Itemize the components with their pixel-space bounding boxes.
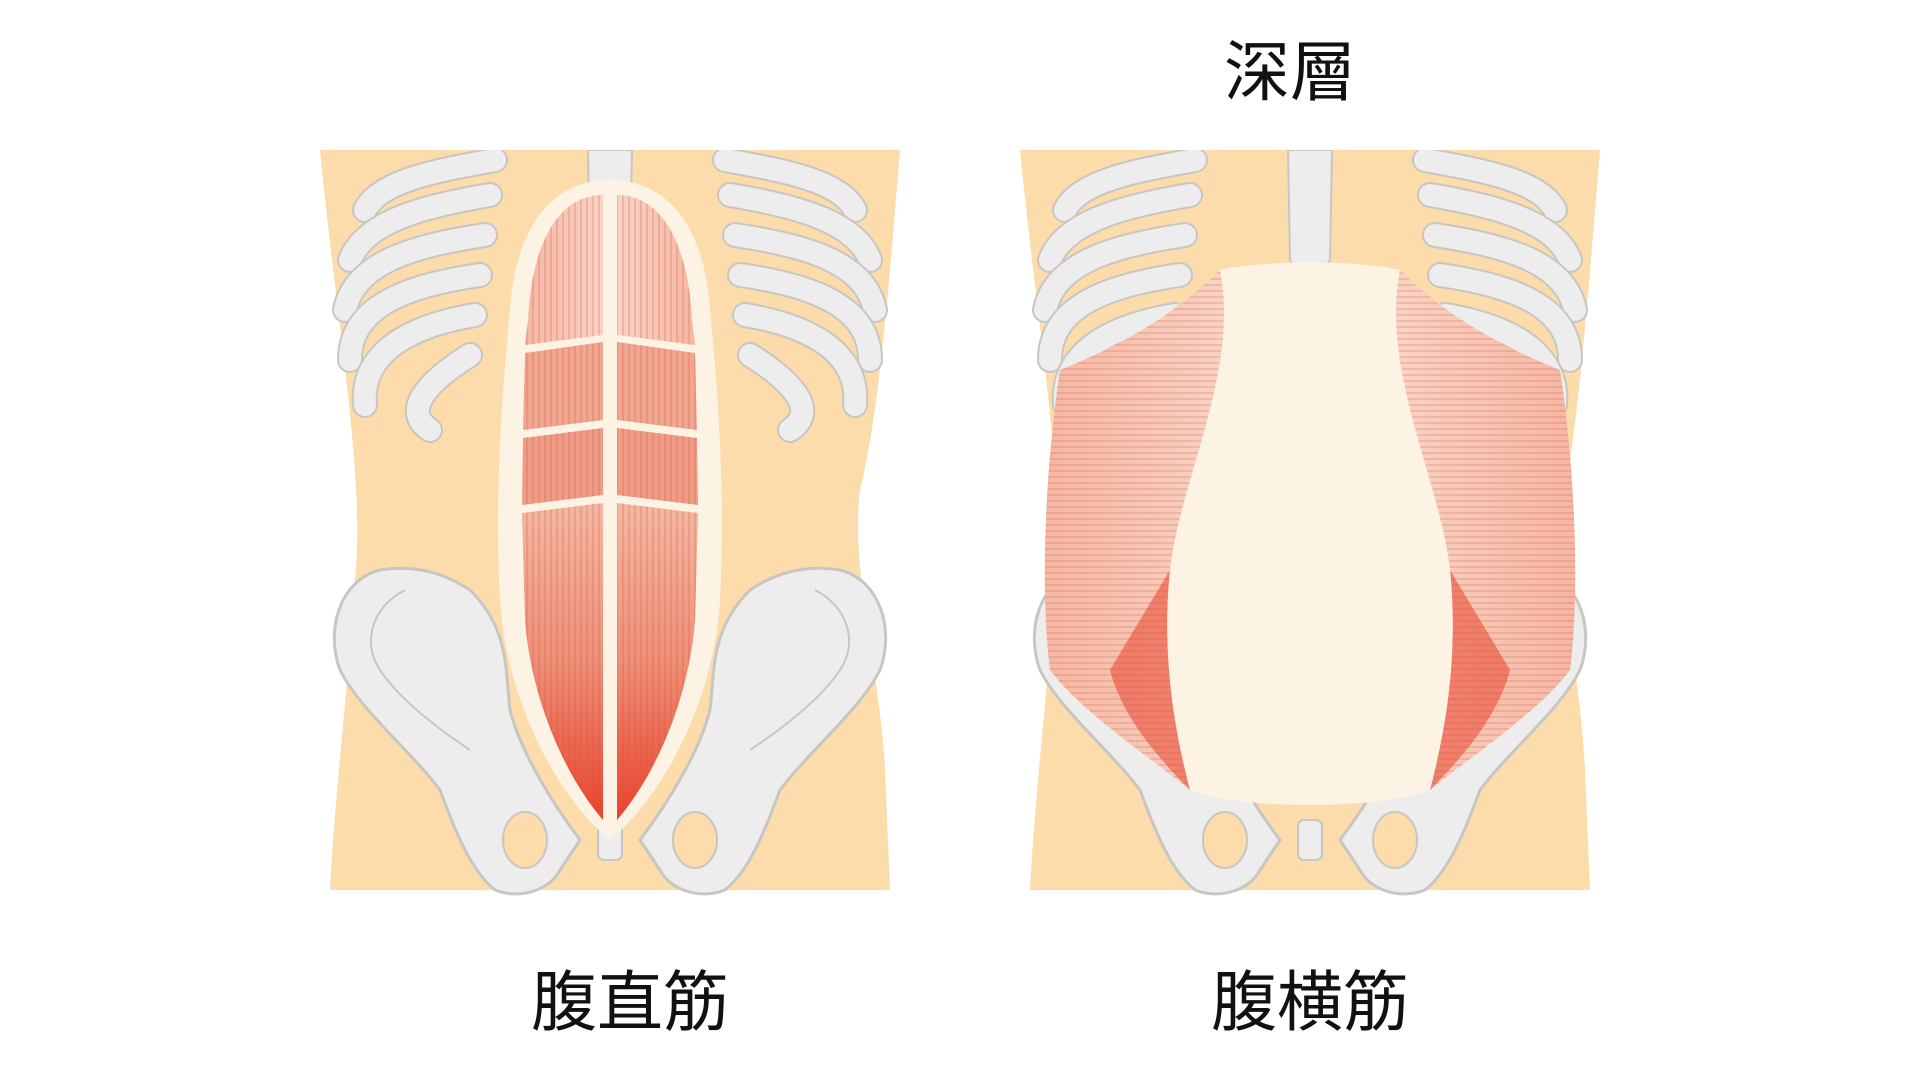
transversus-abdominis-label: 腹横筋 xyxy=(1211,964,1409,1041)
deep-layer-label: 深層 xyxy=(1224,34,1356,111)
rectus-abdominis-icon xyxy=(522,195,698,820)
linea-alba xyxy=(1167,262,1453,805)
rectus-abdominis-label: 腹直筋 xyxy=(531,964,729,1041)
rectus-abdominis-illustration xyxy=(320,150,900,910)
transversus-abdominis-icon xyxy=(1044,262,1576,805)
transversus-abdominis-illustration xyxy=(1020,150,1600,910)
